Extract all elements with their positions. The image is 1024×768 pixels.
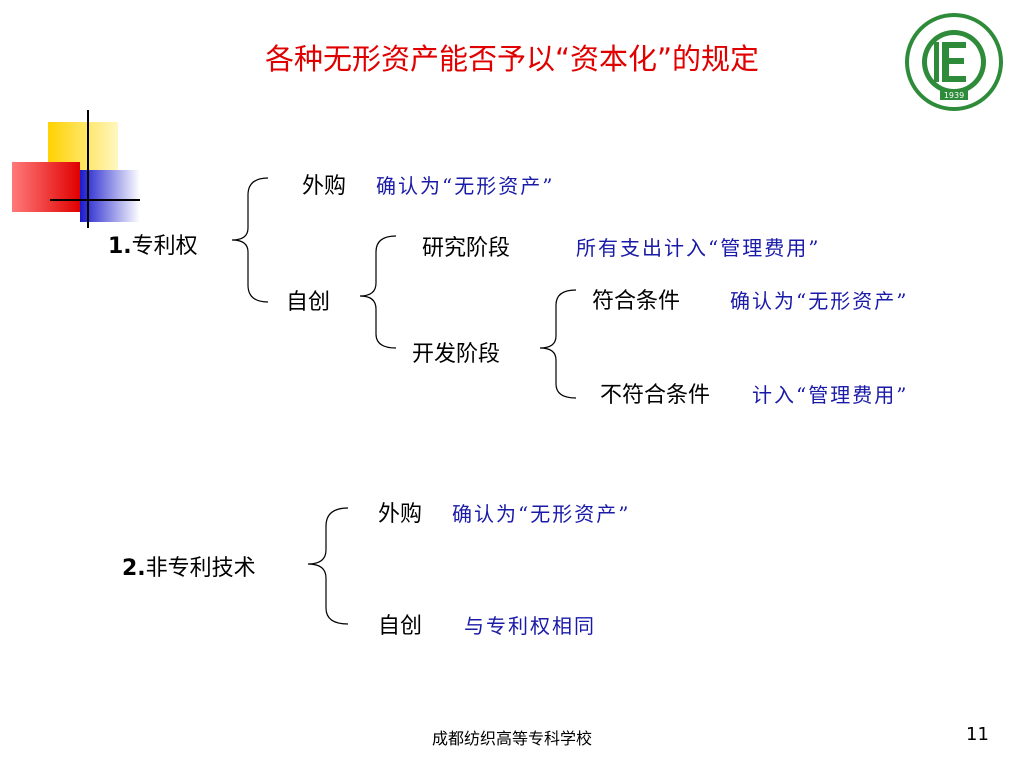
decorative-squares xyxy=(12,110,140,228)
nonpatent-name: 非专利技术 xyxy=(145,556,256,581)
nonpatent-purchase-label: 外购 xyxy=(378,502,423,527)
patent-develop-label: 开发阶段 xyxy=(412,342,501,367)
patent-self-label: 自创 xyxy=(286,290,331,315)
patent-research-result: 所有支出计入“管理费用” xyxy=(576,236,821,260)
patent-qualify-label: 符合条件 xyxy=(592,289,681,314)
logo-year: 1939 xyxy=(944,91,964,100)
patent-number: 1. xyxy=(108,234,132,259)
nonpatent-self-label: 自创 xyxy=(378,614,423,639)
patent-nonqualify-result: 计入“管理费用” xyxy=(752,383,909,407)
patent-research-label: 研究阶段 xyxy=(422,236,511,261)
patent-qualify-result: 确认为“无形资产” xyxy=(730,289,909,313)
page-number: 11 xyxy=(966,724,989,745)
patent-heading: 1.专利权 xyxy=(108,228,198,260)
nonpatent-purchase-result: 确认为“无形资产” xyxy=(452,502,631,526)
footer-school-name: 成都纺织高等专科学校 xyxy=(431,729,592,748)
patent-nonqualify-label: 不符合条件 xyxy=(600,383,711,408)
nonpatent-self-result: 与专利权相同 xyxy=(464,614,596,638)
college-logo: 1939 xyxy=(905,13,1003,111)
nonpatent-heading: 2.非专利技术 xyxy=(122,550,256,582)
patent-purchase-label: 外购 xyxy=(302,174,347,199)
nonpatent-number: 2. xyxy=(122,556,146,581)
slide-title: 各种无形资产能否予以“资本化”的规定 xyxy=(264,42,760,76)
patent-purchase-result: 确认为“无形资产” xyxy=(376,174,555,198)
patent-name: 专利权 xyxy=(131,234,198,259)
